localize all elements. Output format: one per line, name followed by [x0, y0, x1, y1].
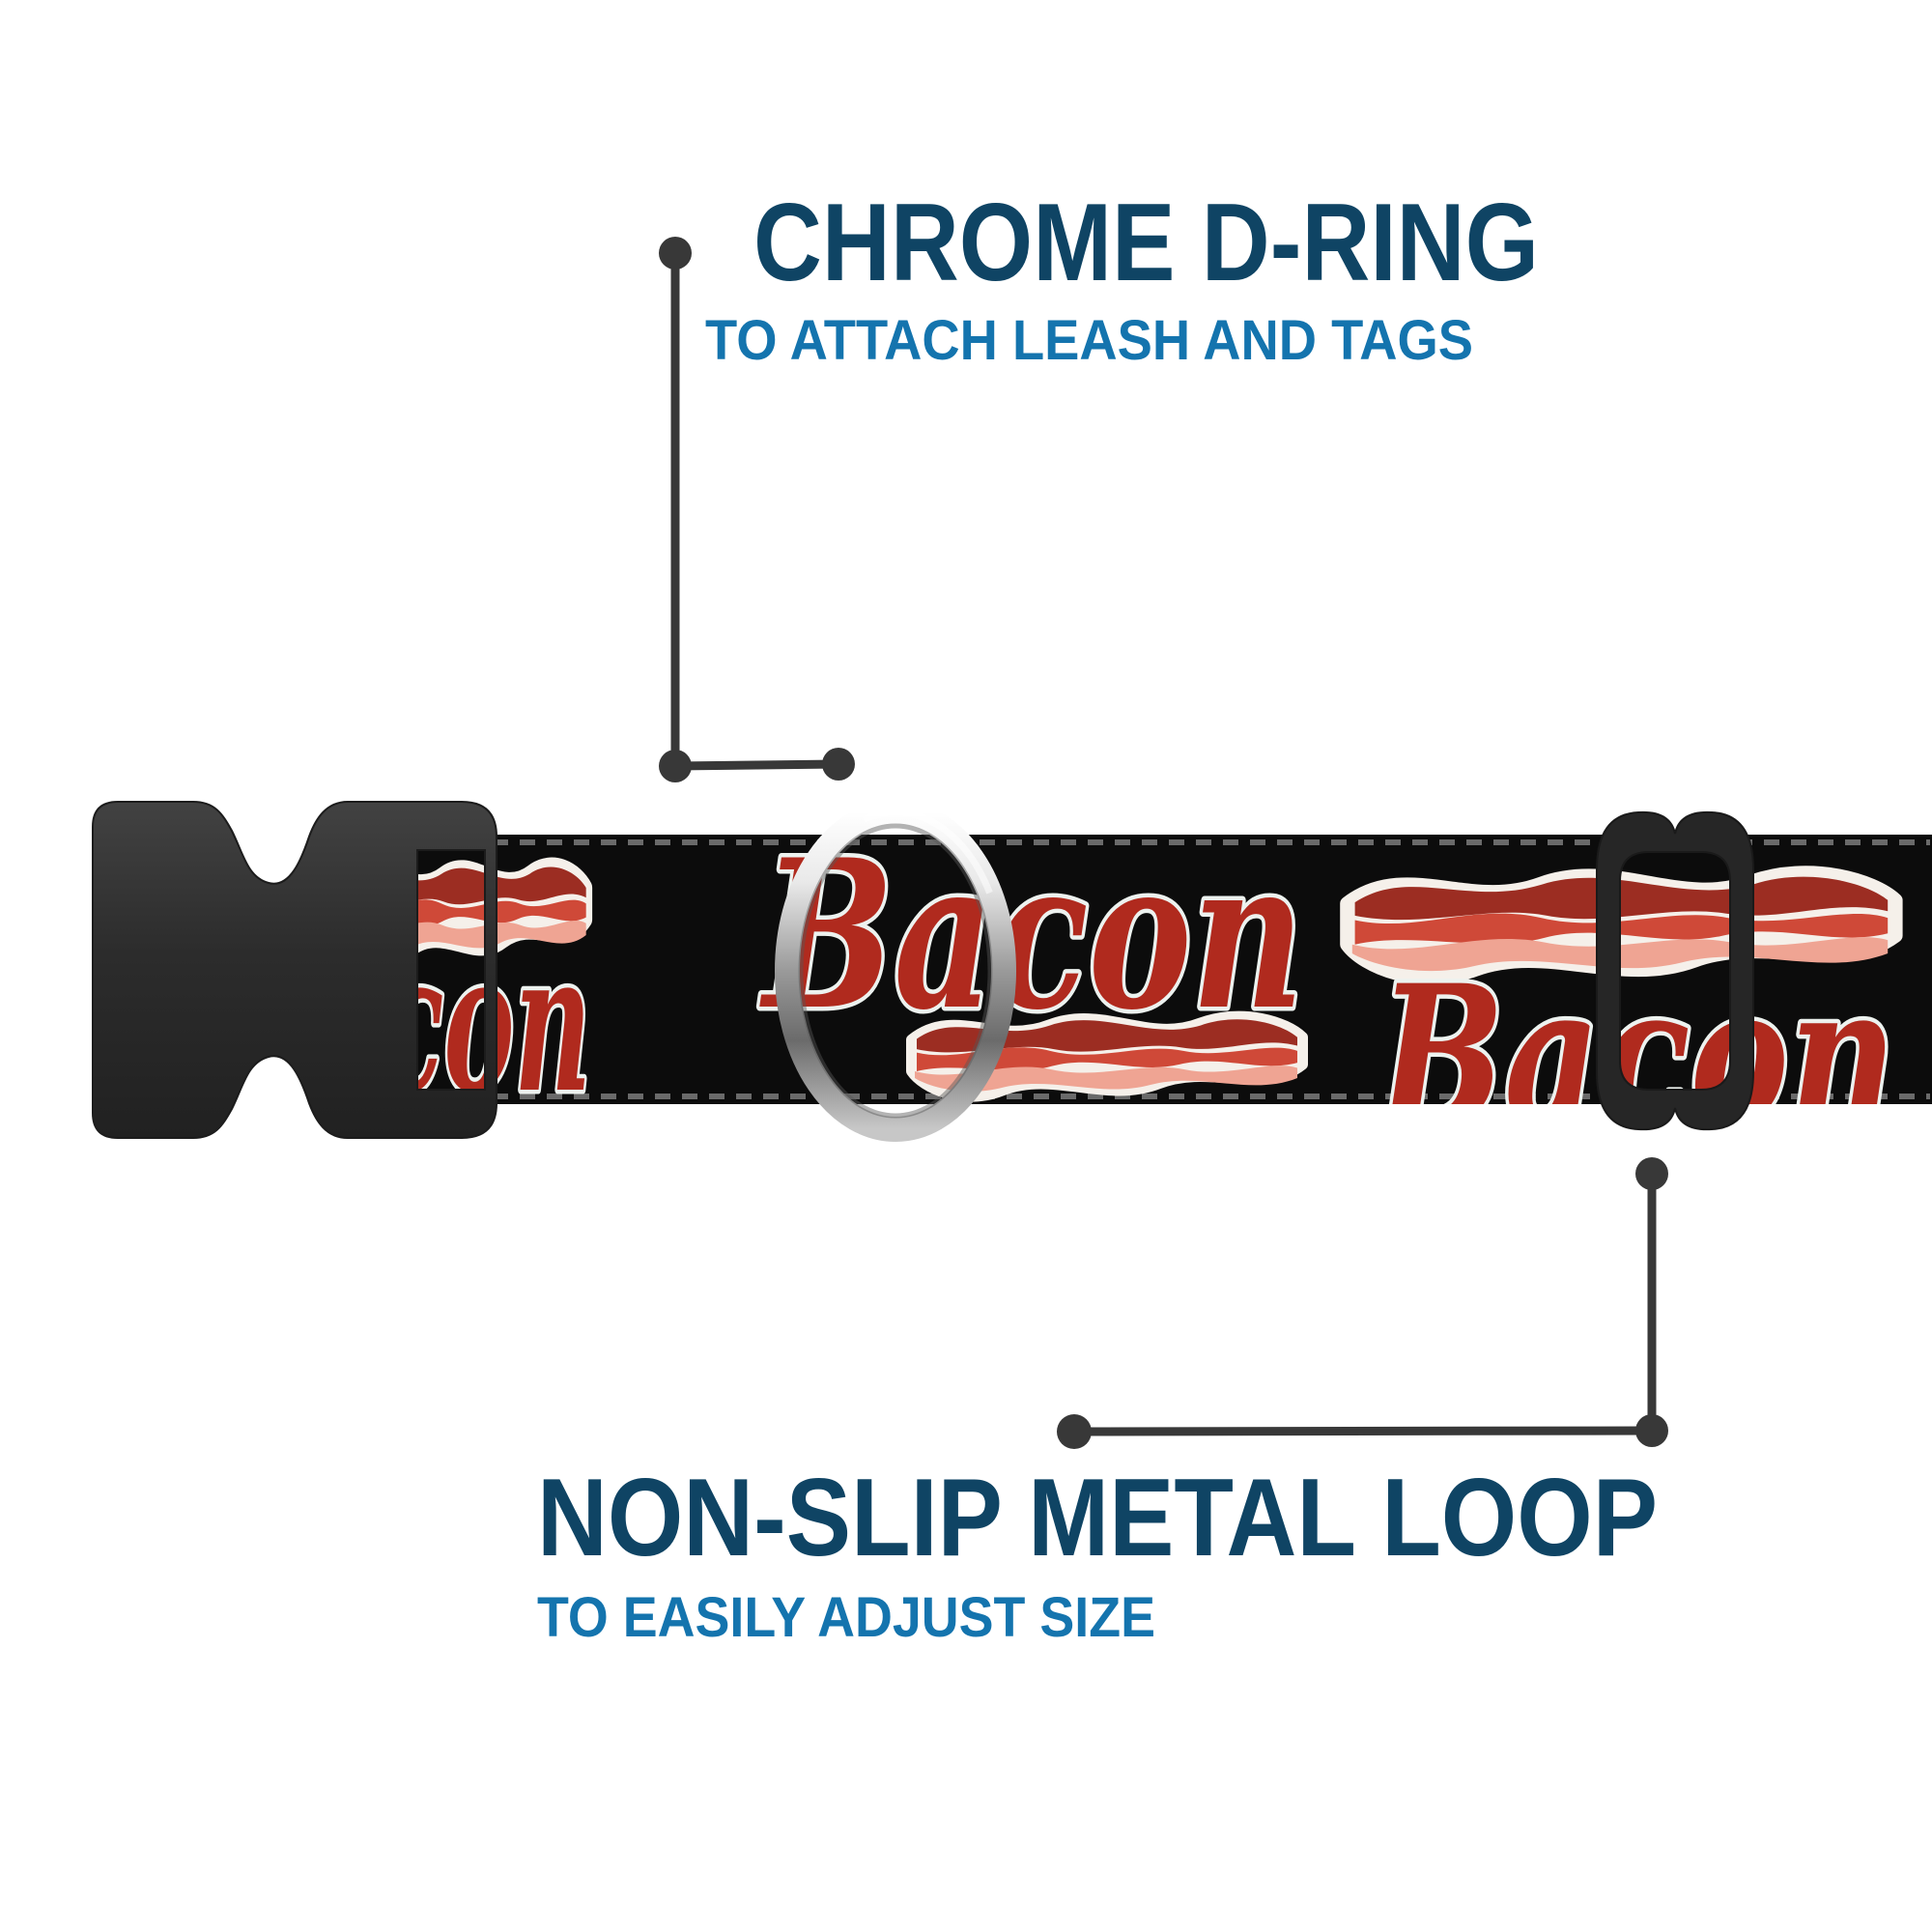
tri-glide-slider-icon	[1596, 810, 1754, 1131]
top-callout-start-dot	[659, 237, 692, 270]
webbing-band: acon Bacon Bacon	[311, 814, 1932, 1168]
pattern-word-right: Bacon	[1376, 943, 1896, 1168]
bottom-callout: NON-SLIP METAL LOOP TO EASILY ADJUST SIZ…	[537, 1157, 1668, 1649]
top-callout-subtitle: TO ATTACH LEASH AND TAGS	[705, 309, 1473, 372]
top-callout-elbow-dot	[659, 750, 692, 782]
bottom-callout-title: NON-SLIP METAL LOOP	[537, 1457, 1658, 1579]
top-callout-target-dot	[822, 748, 855, 781]
bottom-callout-target-dot	[1635, 1157, 1668, 1190]
top-callout-title: CHROME D-RING	[753, 182, 1539, 304]
bottom-callout-elbow-dot	[1635, 1414, 1668, 1447]
bottom-callout-subtitle: TO EASILY ADJUST SIZE	[537, 1586, 1155, 1649]
d-ring-highlight	[783, 809, 1008, 1133]
top-callout: CHROME D-RING TO ATTACH LEASH AND TAGS	[659, 182, 1539, 782]
pattern-word-partial-left: acon	[311, 910, 591, 1135]
pattern-word-center: Bacon	[759, 814, 1304, 1055]
chrome-d-ring-icon	[775, 800, 1016, 1142]
side-release-buckle-icon	[92, 801, 497, 1139]
top-callout-horizontal-line	[674, 759, 839, 771]
d-ring-inner-shade	[798, 823, 993, 1119]
bottom-callout-horizontal-line	[1073, 1426, 1653, 1436]
collar: acon Bacon Bacon	[92, 800, 1932, 1168]
bottom-callout-end-dot	[1057, 1414, 1092, 1449]
